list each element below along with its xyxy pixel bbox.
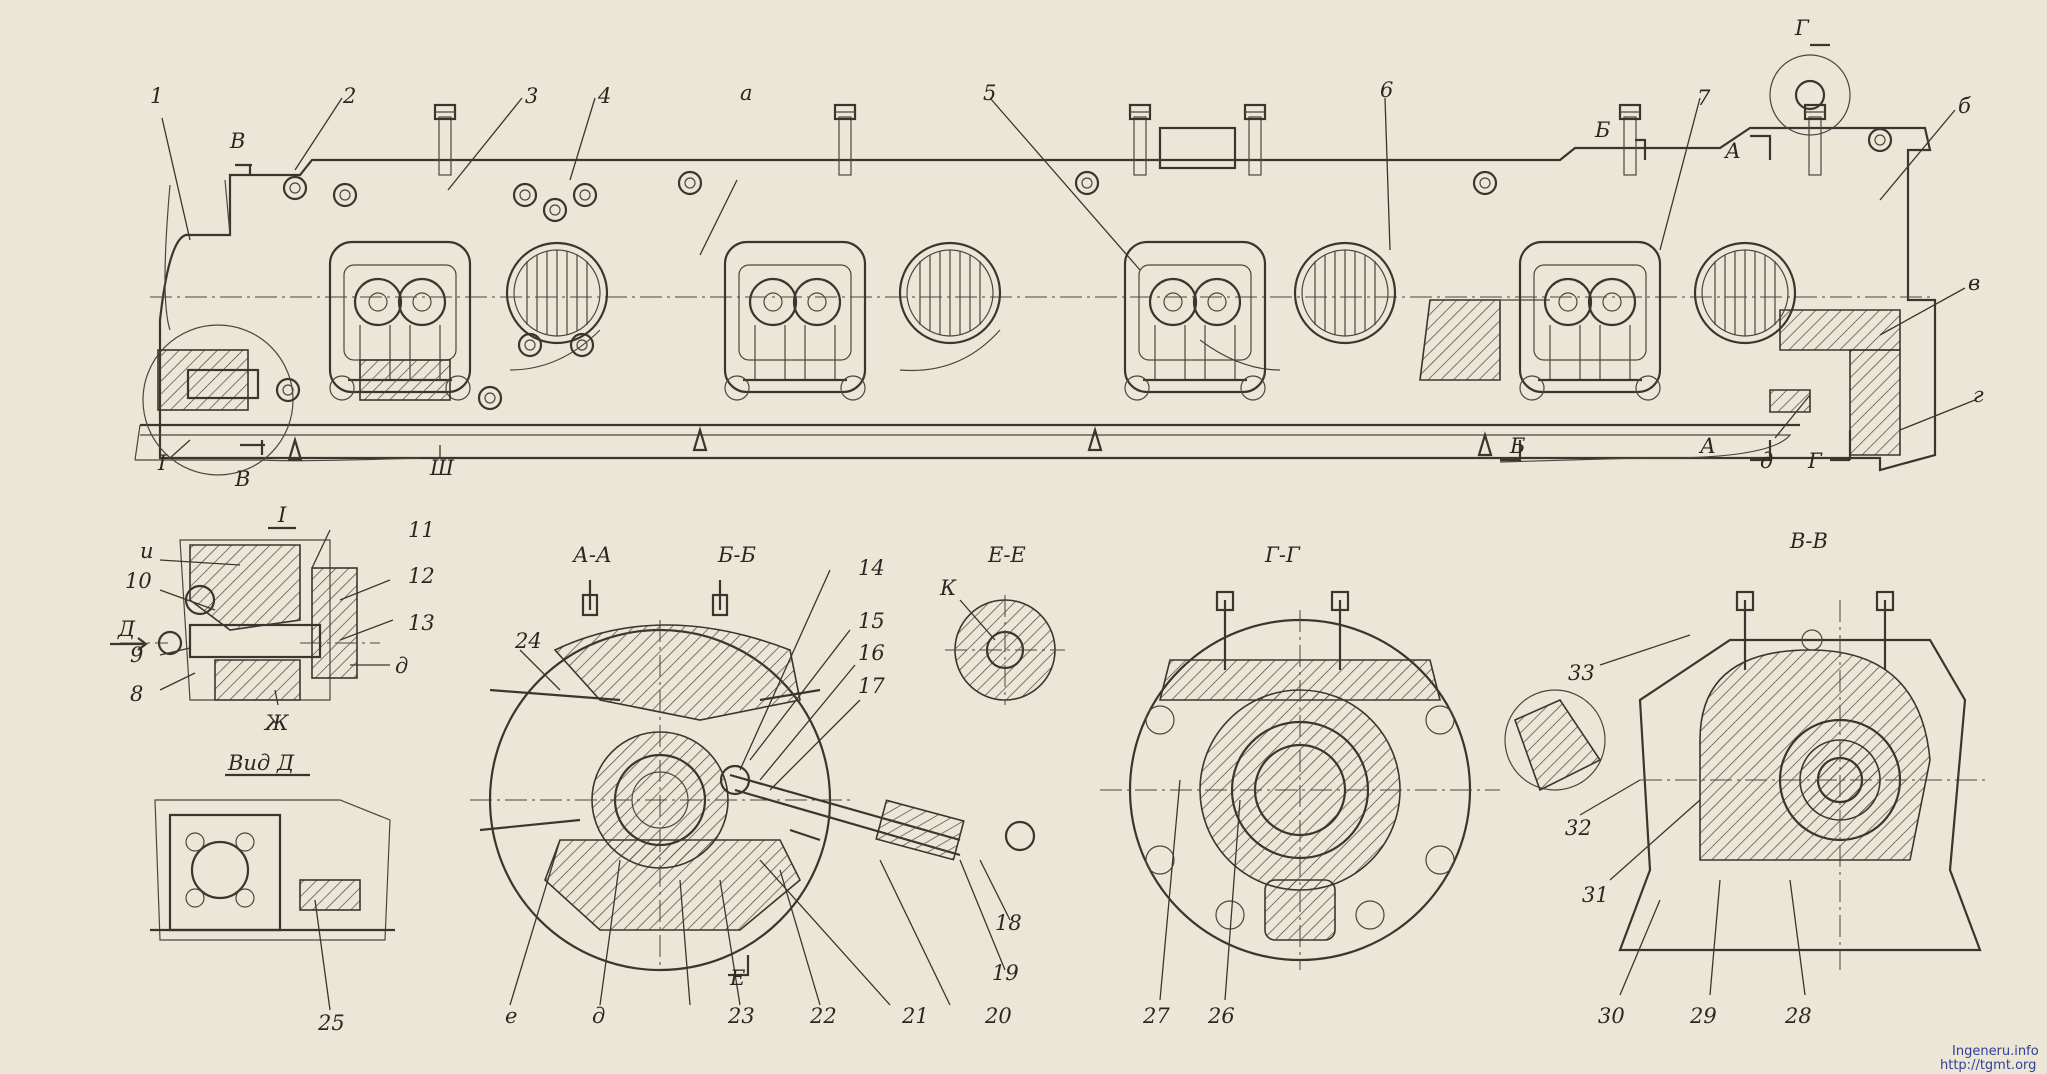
- label-17: 17: [858, 674, 885, 698]
- label-a: а: [740, 81, 753, 105]
- detail-I-label-12: 12: [408, 564, 435, 588]
- label-v: в: [1968, 271, 1980, 295]
- label-32: 32: [1565, 816, 1592, 840]
- section-VV: В-В 33 32 31 30 29 28: [1504, 529, 1990, 1028]
- detail-I-label-8: 8: [130, 682, 143, 706]
- view-D-label-25: 25: [317, 1011, 345, 1035]
- section-mark-g-top: Г: [1794, 16, 1810, 40]
- detail-I-label-9: 9: [130, 643, 143, 667]
- section-mark-b-top: Б: [1594, 118, 1610, 142]
- view-D-title: Вид Д: [227, 751, 295, 775]
- detail-I-label-10: 10: [125, 569, 152, 593]
- label-30: 30: [1598, 1004, 1625, 1028]
- label-16: 16: [858, 641, 885, 665]
- label-29: 29: [1689, 1004, 1717, 1028]
- label-4: 4: [597, 84, 611, 108]
- label-27: 27: [1142, 1004, 1170, 1028]
- label-7: 7: [1697, 86, 1711, 110]
- section-AA-BB: А-А Б-Б 24 14 15 16 17 18 19 20 21 22 23…: [470, 543, 1036, 1028]
- section-mark-b-bottom: Б: [1509, 434, 1525, 458]
- main-view: 1 2 3 4 а 5 6 7 б в г д Ш I В В Б Б А А …: [134, 16, 1984, 491]
- label-19: 19: [992, 961, 1019, 985]
- label-5: 5: [983, 81, 996, 105]
- label-26: 26: [1207, 1004, 1235, 1028]
- detail-I-title: I: [277, 503, 287, 527]
- section-AA-title: А-А: [571, 543, 612, 567]
- section-GG: Г-Г 27 26: [1100, 543, 1500, 1028]
- section-mark-a-bottom: А: [1698, 434, 1716, 458]
- detail-I-label-i: и: [140, 539, 154, 563]
- label-23: 23: [727, 1004, 755, 1028]
- section-mark-v-bottom: В: [234, 467, 250, 491]
- detail-I-label-zh: Ж: [263, 711, 290, 735]
- label-15: 15: [858, 609, 885, 633]
- label-31: 31: [1582, 883, 1609, 907]
- label-d: д: [1760, 449, 1773, 473]
- label-2: 2: [342, 84, 356, 108]
- section-mark-v-top: В: [229, 129, 245, 153]
- detail-I: I и 10 9 8 Ж 11 12 13 д Д: [110, 503, 435, 735]
- label-3: 3: [525, 84, 538, 108]
- detail-I-label-13: 13: [408, 611, 435, 635]
- section-EE-title: Е-Е: [987, 543, 1026, 567]
- label-I: I: [157, 451, 167, 475]
- detail-I-label-D: Д: [117, 617, 136, 641]
- section-mark-g-bottom: Г: [1807, 449, 1823, 473]
- watermark: Ingeneru.info http://tgmt.org: [1940, 1044, 2039, 1073]
- label-14: 14: [858, 556, 885, 580]
- view-D: Вид Д 25: [150, 751, 395, 1035]
- label-g: г: [1973, 383, 1984, 407]
- label-22: 22: [809, 1004, 837, 1028]
- section-mark-E: Е: [729, 966, 745, 990]
- label-6: 6: [1380, 78, 1393, 102]
- label-K: К: [939, 576, 957, 600]
- section-mark-a-top: А: [1723, 139, 1741, 163]
- label-18: 18: [995, 911, 1022, 935]
- label-20: 20: [984, 1004, 1012, 1028]
- label-21: 21: [901, 1004, 929, 1028]
- section-GG-title: Г-Г: [1264, 543, 1301, 567]
- detail-I-label-11: 11: [408, 518, 435, 542]
- label-1: 1: [150, 84, 163, 108]
- label-e-section: е: [505, 1004, 517, 1028]
- label-33: 33: [1568, 661, 1595, 685]
- label-b: б: [1958, 94, 1971, 118]
- label-28: 28: [1784, 1004, 1812, 1028]
- watermark-line1: Ingeneru.info: [1952, 1044, 2039, 1059]
- section-VV-title: В-В: [1789, 529, 1828, 553]
- label-24: 24: [514, 629, 542, 653]
- section-BB-title: Б-Б: [717, 543, 756, 567]
- label-d-section: д: [592, 1004, 605, 1028]
- label-sh: Ш: [429, 456, 455, 480]
- detail-I-label-d: д: [395, 654, 408, 678]
- watermark-line2: http://tgmt.org: [1940, 1058, 2036, 1073]
- section-EE: Е-Е К: [939, 543, 1065, 705]
